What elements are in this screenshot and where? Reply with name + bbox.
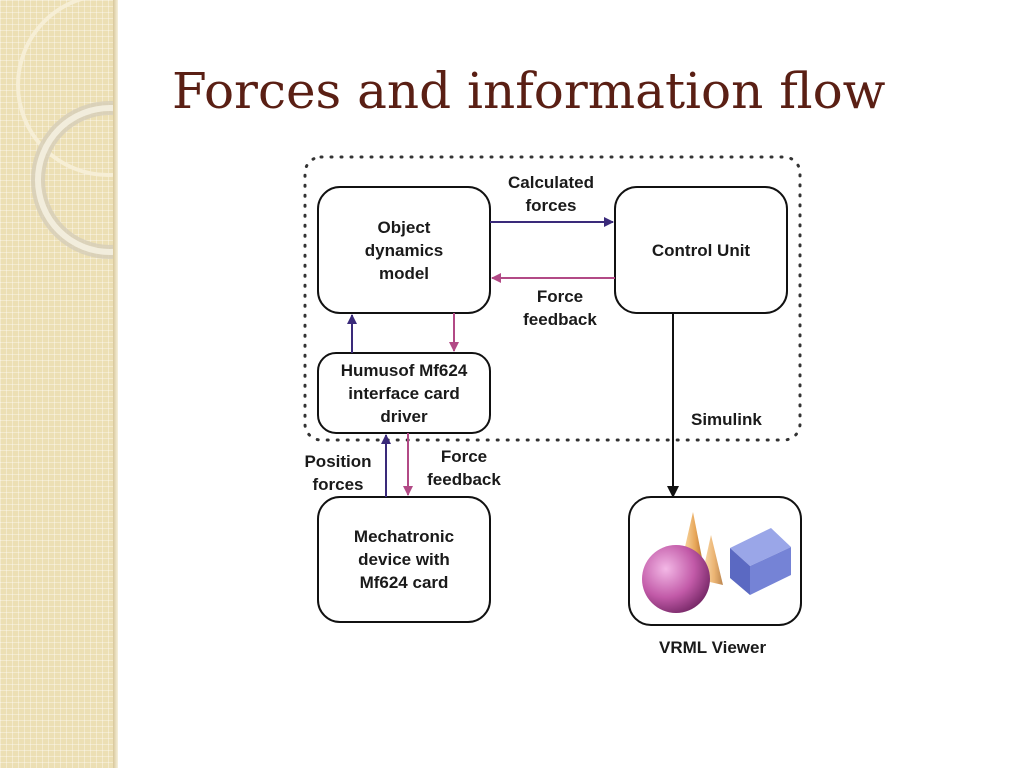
position-forces-label: Position forces (304, 452, 372, 494)
interface-driver-label: Humusof Mf624 interface card driver (340, 360, 468, 426)
object-dynamics-box (317, 186, 491, 314)
system-boundary (303, 155, 802, 442)
decorative-side-panel (0, 0, 113, 768)
control-unit-label: Control Unit (651, 240, 751, 260)
simulink-label: Simulink (691, 410, 762, 429)
mechatronic-device-box (317, 496, 491, 623)
force-feedback-bottom-label: Force feedback (427, 447, 501, 489)
control-unit-box (614, 186, 788, 314)
object-dynamics-label: Object dynamics model (364, 217, 444, 283)
vrml-viewer-label: VRML Viewer (659, 638, 767, 657)
interface-driver-box (317, 352, 491, 434)
force-feedback-top-label: Force feedback (523, 287, 597, 329)
mechatronic-device-label: Mechatronic device with Mf624 card (353, 527, 455, 592)
vrml-scene-image (642, 512, 791, 613)
calculated-forces-label: Calculated forces (508, 173, 594, 215)
slide-title: Forces and information flow (172, 62, 886, 120)
side-panel-edge (113, 0, 118, 768)
decorative-rings (16, 0, 113, 259)
